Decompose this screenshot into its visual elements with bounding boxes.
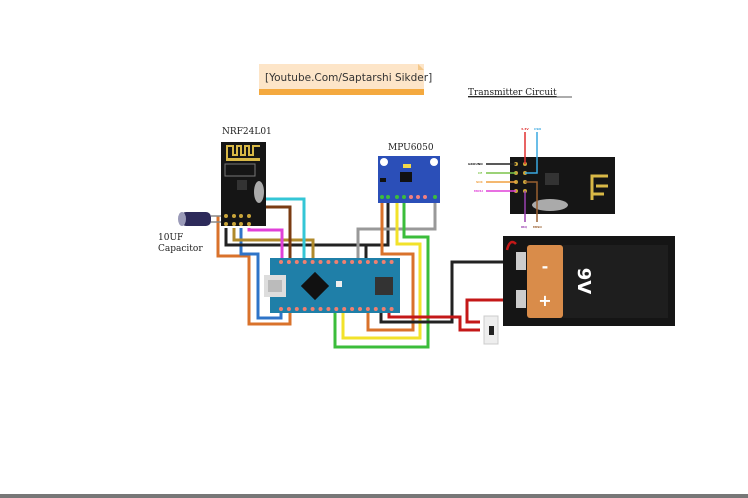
nrf-pinout-module: 3.3V CSN GROUND CE SCK MOSI IRQ MISO — [468, 127, 615, 229]
battery-minus: - — [542, 257, 549, 276]
battery-holder: - + 9V — [503, 236, 675, 326]
pin-csn: CSN — [534, 127, 541, 131]
nano-pin — [389, 307, 394, 311]
wire-blue — [239, 228, 283, 320]
nano-pin — [334, 307, 339, 311]
pin-ground: GROUND — [468, 162, 483, 166]
pin-irq: IRQ — [521, 225, 527, 229]
nrf24l01-module — [221, 142, 266, 226]
nano-pin — [334, 260, 339, 264]
nano-pin — [342, 260, 347, 264]
nano-pin — [373, 307, 378, 311]
battery-voltage: 9V — [573, 268, 594, 295]
nano-pin — [381, 260, 386, 264]
nano-pin — [350, 260, 355, 264]
mpu-label: MPU6050 — [388, 143, 434, 153]
nano-pin — [365, 260, 370, 264]
nano-pin — [294, 307, 299, 311]
wire-orange-mpu — [366, 200, 415, 332]
pin-sck: SCK — [476, 180, 483, 184]
capacitor-name-label: Capacitor — [158, 244, 203, 254]
nano-pin — [279, 307, 283, 311]
nano-pin — [310, 260, 315, 264]
wire-black-gnd — [224, 200, 390, 247]
nano-pin — [358, 307, 362, 311]
nano-pin — [318, 307, 323, 311]
pin-mosi: MOSI — [474, 189, 483, 193]
nano-pin — [373, 260, 378, 264]
wire-green — [333, 200, 430, 349]
banner-text: [Youtube.Com/Saptarshi Sikder] — [265, 72, 432, 84]
nano-pin — [381, 307, 386, 311]
diagram-title: Transmitter Circuit — [468, 88, 557, 98]
wire-magenta — [247, 228, 284, 262]
nano-pin — [286, 307, 291, 311]
banner: [Youtube.Com/Saptarshi Sikder] — [259, 64, 432, 95]
wire-red-power — [387, 309, 480, 332]
wire-orange-cap — [216, 216, 292, 326]
mpu6050-module — [378, 156, 440, 203]
nano-pin — [302, 260, 307, 264]
nano-pin — [326, 307, 331, 311]
battery-plus: + — [538, 291, 551, 310]
capacitor — [178, 212, 221, 226]
nano-pin — [279, 260, 283, 264]
bottom-divider — [0, 494, 748, 498]
capacitor-value-label: 10UF — [158, 233, 183, 243]
wire-yellow — [341, 200, 422, 340]
wire-gold — [232, 228, 315, 262]
nano-pin — [302, 307, 307, 311]
nano-pin — [294, 260, 299, 264]
wires — [216, 197, 522, 349]
nano-pin — [310, 307, 315, 311]
nano-pin — [365, 307, 370, 311]
nano-pin — [286, 260, 291, 264]
nano-pin — [350, 307, 355, 311]
arduino-nano — [264, 258, 400, 313]
nano-pin — [358, 260, 362, 264]
slide-switch — [483, 315, 499, 345]
wire-red-battery — [465, 298, 522, 324]
pin-ce: CE — [478, 171, 482, 175]
nano-pin — [342, 307, 347, 311]
nrf-label: NRF24L01 — [222, 127, 272, 137]
wire-black-power — [379, 260, 522, 324]
nano-pin — [326, 260, 331, 264]
pin-vcc: 3.3V — [521, 127, 529, 131]
nano-pin — [389, 260, 394, 264]
pin-miso: MISO — [533, 225, 542, 229]
nano-pin — [318, 260, 323, 264]
